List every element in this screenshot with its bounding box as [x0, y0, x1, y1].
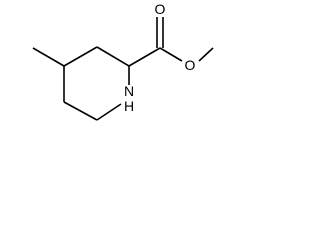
molecule-canvas: O O N H [0, 0, 216, 134]
skeletal-structure: O O N H [32, 1, 214, 121]
carbonyl-oxygen-label: O [155, 1, 166, 17]
atom-ring-nitrogen: N H [123, 83, 136, 114]
ring-hydrogen-label: H [124, 98, 134, 114]
bond-ring-c3-c2 [96, 46, 130, 67]
atom-ester-oxygen: O [184, 57, 197, 73]
ester-oxygen-label: O [185, 57, 196, 73]
bond-ring-n-c6 [96, 103, 122, 121]
bond-carbonyl-ester-o [159, 47, 183, 62]
bond-ring-c6-c5 [63, 101, 98, 121]
bond-methyl [32, 47, 65, 67]
bond-ring-c4-c3 [63, 46, 98, 67]
ring-nitrogen-label: N [124, 83, 134, 99]
bond-c2-carbonyl [128, 47, 161, 67]
bond-ester-o-methyl [198, 47, 214, 62]
atom-carbonyl-oxygen: O [154, 1, 167, 17]
